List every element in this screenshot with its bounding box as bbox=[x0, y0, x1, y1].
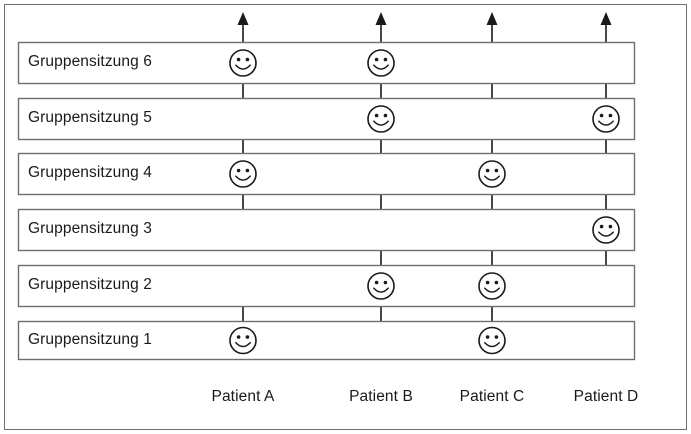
arrow-head-icon-patient-A bbox=[237, 12, 249, 25]
arrow-head-icon-patient-B bbox=[375, 12, 387, 25]
session-bar-5[interactable] bbox=[17, 97, 636, 141]
session-bar-label-3: Gruppensitzung 3 bbox=[28, 220, 152, 237]
smiley-icon-s1-patient-C[interactable] bbox=[478, 326, 506, 355]
smiley-icon-s1-patient-A[interactable] bbox=[229, 326, 257, 355]
smiley-icon-s4-patient-A[interactable] bbox=[229, 160, 257, 188]
patient-column-label-D: Patient D bbox=[573, 388, 639, 405]
session-bar-label-4: Gruppensitzung 4 bbox=[28, 164, 152, 181]
patient-column-label-B: Patient B bbox=[349, 388, 413, 405]
smiley-icon-s6-patient-B[interactable] bbox=[367, 49, 395, 77]
smiley-icon-s5-patient-D[interactable] bbox=[592, 105, 620, 133]
arrow-head-icon-patient-D bbox=[600, 12, 612, 25]
session-bar-1[interactable] bbox=[17, 320, 636, 361]
arrow-head-icon-patient-C bbox=[486, 12, 498, 25]
smiley-icon-s3-patient-D[interactable] bbox=[592, 216, 620, 244]
smiley-markers-group bbox=[229, 49, 620, 355]
patient-column-label-A: Patient A bbox=[211, 388, 275, 405]
smiley-icon-s2-patient-C[interactable] bbox=[478, 272, 506, 300]
session-bar-2[interactable] bbox=[17, 264, 636, 308]
session-bar-label-6: Gruppensitzung 6 bbox=[28, 53, 152, 70]
session-bar-4[interactable] bbox=[17, 152, 636, 196]
session-bar-label-2: Gruppensitzung 2 bbox=[28, 276, 152, 293]
smiley-icon-s2-patient-B[interactable] bbox=[367, 272, 395, 300]
session-bars-group bbox=[17, 41, 636, 361]
session-bar-label-1: Gruppensitzung 1 bbox=[28, 330, 152, 348]
session-bar-3[interactable] bbox=[17, 208, 636, 252]
session-bar-label-5: Gruppensitzung 5 bbox=[28, 109, 152, 126]
smiley-icon-s6-patient-A[interactable] bbox=[229, 49, 257, 77]
patient-column-label-C: Patient C bbox=[459, 388, 525, 405]
smiley-icon-s4-patient-C[interactable] bbox=[478, 160, 506, 188]
smiley-icon-s5-patient-B[interactable] bbox=[367, 105, 395, 133]
session-bar-6[interactable] bbox=[17, 41, 636, 85]
